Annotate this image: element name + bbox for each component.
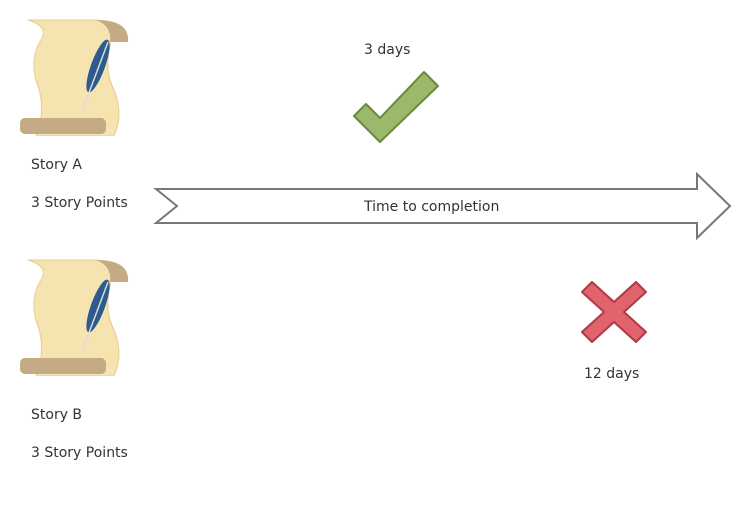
scroll-quill-icon [18, 18, 130, 136]
story-a-duration: 3 days [364, 42, 411, 58]
timeline-label: Time to completion [364, 199, 500, 215]
story-b-points: 3 Story Points [31, 445, 128, 461]
check-icon [352, 70, 440, 144]
story-a-points: 3 Story Points [31, 195, 128, 211]
story-b-name: Story B [31, 407, 83, 423]
scroll-quill-icon [18, 258, 130, 376]
timeline-arrow [152, 172, 734, 240]
story-b-duration: 12 days [584, 366, 640, 382]
story-a-name: Story A [31, 157, 83, 173]
cross-icon [580, 280, 648, 344]
